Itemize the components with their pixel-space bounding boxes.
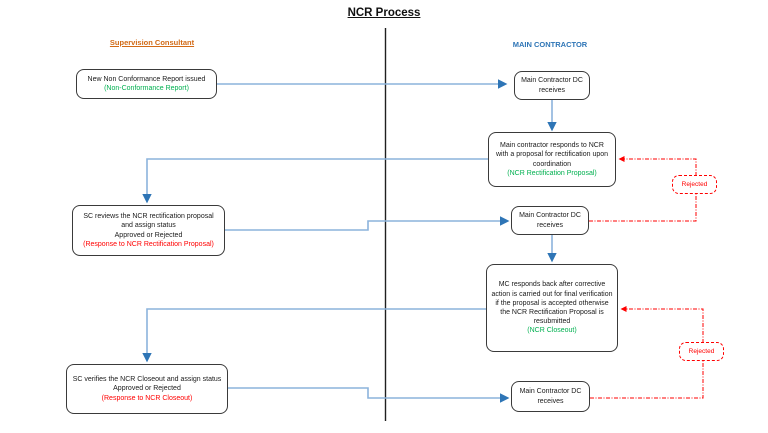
- node-mc-responds-proposal: Main contractor responds to NCR with a p…: [488, 132, 616, 187]
- node-text: Main Contractor DC receives: [519, 212, 581, 229]
- node-mc-dc-receives-3: Main Contractor DC receives: [511, 381, 590, 412]
- page-title: NCR Process: [347, 7, 421, 19]
- node-text: Rejected: [688, 348, 715, 355]
- node-text: Main Contractor DC receives: [519, 388, 582, 405]
- node-status: Approved or Rejected: [113, 385, 181, 393]
- node-rejected-1: Rejected: [672, 175, 717, 194]
- node-new-ncr-issued: New Non Conformance Report issued (Non-C…: [76, 69, 217, 99]
- connector-r4-to-l3: [142, 308, 486, 363]
- node-text: MC responds back after corrective action…: [491, 281, 613, 326]
- node-mc-dc-receives-2: Main Contractor DC receives: [511, 206, 589, 235]
- lane-header-supervision-consultant: Supervision Consultant: [109, 38, 195, 47]
- node-tag: (Response to NCR Closeout): [101, 394, 193, 402]
- node-text: New Non Conformance Report issued: [87, 75, 206, 83]
- node-tag: (NCR Closeout): [527, 327, 577, 335]
- node-tag: (Non-Conformance Report): [104, 85, 189, 92]
- connector-r2-to-l2: [142, 158, 488, 204]
- node-mc-dc-receives-1: Main Contractor DC receives: [514, 71, 590, 100]
- connector-l2-to-r3: [225, 216, 510, 231]
- node-tag: (NCR Rectification Proposal): [507, 169, 597, 177]
- node-rejected-2: Rejected: [679, 342, 724, 361]
- node-text: SC verifies the NCR Closeout and assign …: [72, 376, 222, 384]
- node-text: Rejected: [681, 181, 708, 188]
- node-text: Main contractor responds to NCR with a p…: [495, 142, 609, 168]
- node-text: Main Contractor DC receives: [521, 77, 583, 94]
- connector-l3-to-r5: [228, 387, 510, 403]
- node-status: Approved or Rejected: [114, 231, 183, 239]
- node-mc-responds-closeout: MC responds back after corrective action…: [486, 264, 618, 352]
- node-sc-reviews-rectification: SC reviews the NCR rectification proposa…: [72, 205, 225, 256]
- node-sc-verifies-closeout: SC verifies the NCR Closeout and assign …: [66, 364, 228, 414]
- lane-header-main-contractor: MAIN CONTRACTOR: [512, 40, 588, 49]
- node-tag: (Response to NCR Rectification Proposal): [83, 240, 214, 248]
- node-text: SC reviews the NCR rectification proposa…: [83, 213, 214, 230]
